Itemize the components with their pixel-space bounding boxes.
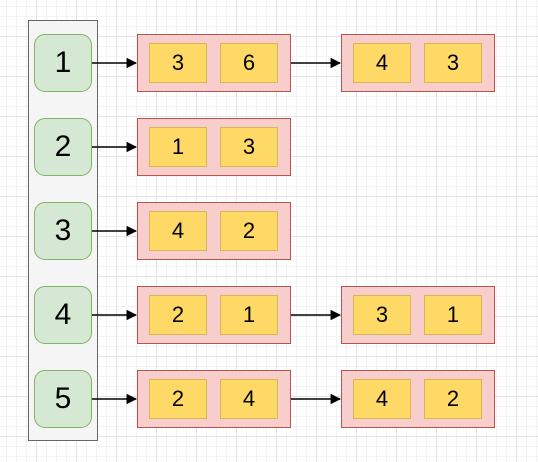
node-weight-cell: 3 [424, 43, 482, 83]
node-value-cell: 4 [353, 43, 411, 83]
node-weight-cell: 3 [220, 127, 278, 167]
node-value-cell: 1 [149, 127, 207, 167]
head-node-2: 2 [34, 118, 92, 176]
node-weight-cell: 1 [424, 295, 482, 335]
node-value-cell: 2 [149, 379, 207, 419]
node-value-cell: 4 [353, 379, 411, 419]
node-weight-cell: 2 [220, 211, 278, 251]
node-value-cell: 3 [149, 43, 207, 83]
node-value-cell: 4 [149, 211, 207, 251]
node-weight-cell: 2 [424, 379, 482, 419]
head-node-3: 3 [34, 202, 92, 260]
head-node-4: 4 [34, 286, 92, 344]
node-weight-cell: 4 [220, 379, 278, 419]
node-weight-cell: 6 [220, 43, 278, 83]
head-node-5: 5 [34, 370, 92, 428]
head-node-1: 1 [34, 34, 92, 92]
node-value-cell: 3 [353, 295, 411, 335]
node-weight-cell: 1 [220, 295, 278, 335]
node-value-cell: 2 [149, 295, 207, 335]
